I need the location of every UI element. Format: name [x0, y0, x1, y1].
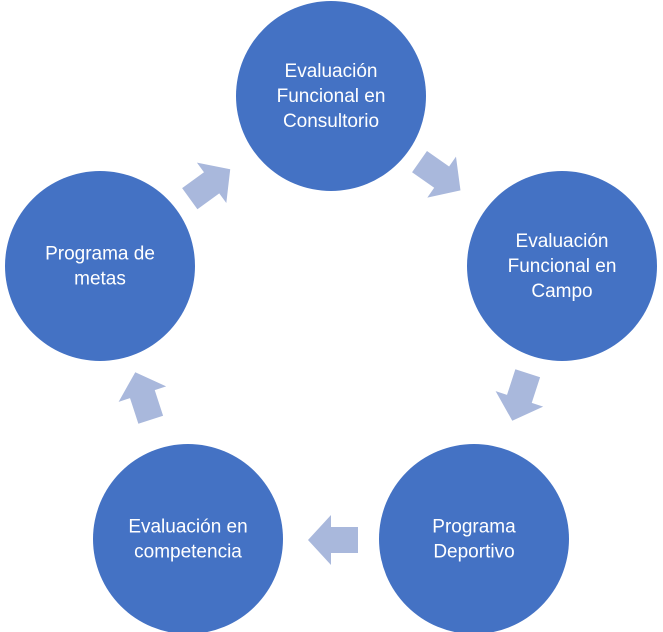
node-label-line: Funcional en — [508, 256, 617, 277]
flow-arrow-icon — [118, 372, 167, 424]
node-label-line: competencia — [134, 542, 242, 563]
node-circle — [379, 444, 569, 632]
node-label-line: Deportivo — [433, 542, 514, 563]
node-circle — [236, 1, 426, 191]
node-circle — [93, 444, 283, 632]
node-label-line: Evaluación — [516, 231, 609, 252]
cycle-node-metas: Programa de metas — [5, 171, 195, 361]
flow-arrow-icon — [412, 151, 461, 198]
arrows-layer — [118, 151, 544, 565]
flow-arrow-icon — [495, 369, 544, 421]
node-label-line: Campo — [531, 281, 592, 302]
node-label-line: Consultorio — [283, 111, 379, 132]
flow-arrow-icon — [308, 515, 358, 565]
node-label-line: Evaluación en — [128, 517, 247, 538]
node-circle — [5, 171, 195, 361]
cycle-node-competencia: Evaluación en competencia — [93, 444, 283, 632]
node-label-line: Evaluación — [285, 61, 378, 82]
flow-arrow-icon — [182, 162, 231, 210]
node-circle — [467, 171, 657, 361]
node-label-line: metas — [74, 269, 126, 290]
node-label-line: Programa de — [45, 244, 155, 265]
node-label-line: Funcional en — [277, 86, 386, 107]
node-label-line: Programa — [432, 517, 516, 538]
